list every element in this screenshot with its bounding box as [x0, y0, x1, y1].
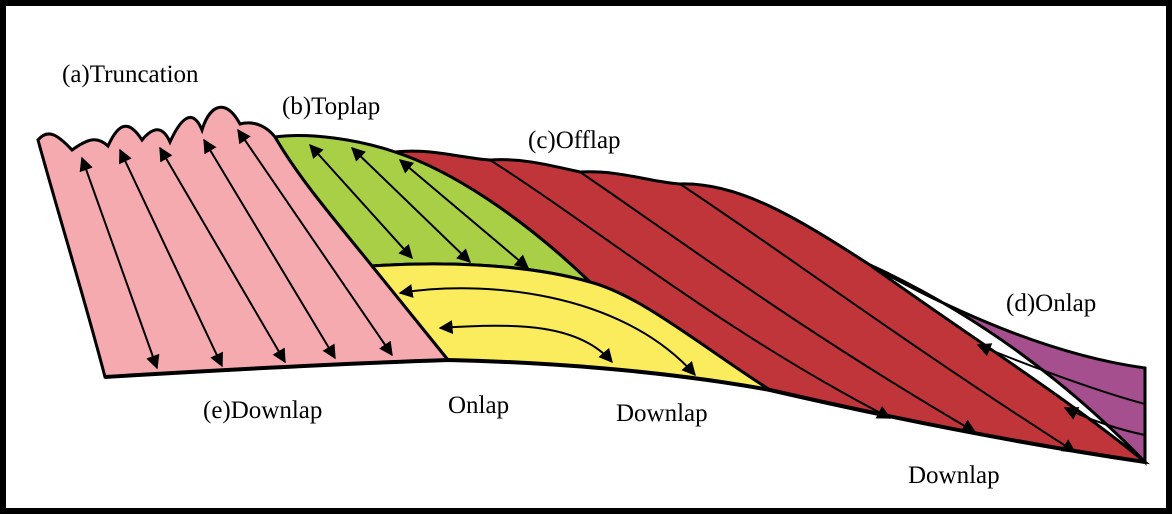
- label-downlap-e: (e)Downlap: [203, 397, 323, 424]
- truncation-reflectors: [79, 128, 393, 370]
- yellow-reflectors: [398, 284, 696, 377]
- label-downlap-center: Downlap: [616, 400, 708, 427]
- label-onlap-center: Onlap: [448, 392, 510, 419]
- offlap-reflectors: [489, 159, 1077, 453]
- onlap-reflectors: [976, 343, 1146, 436]
- label-offlap: (c)Offlap: [528, 127, 621, 154]
- label-truncation: (a)Truncation: [62, 61, 199, 88]
- label-onlap-d: (d)Onlap: [1006, 290, 1097, 317]
- label-toplap: (b)Toplap: [282, 93, 381, 120]
- label-downlap-right: Downlap: [908, 462, 1000, 489]
